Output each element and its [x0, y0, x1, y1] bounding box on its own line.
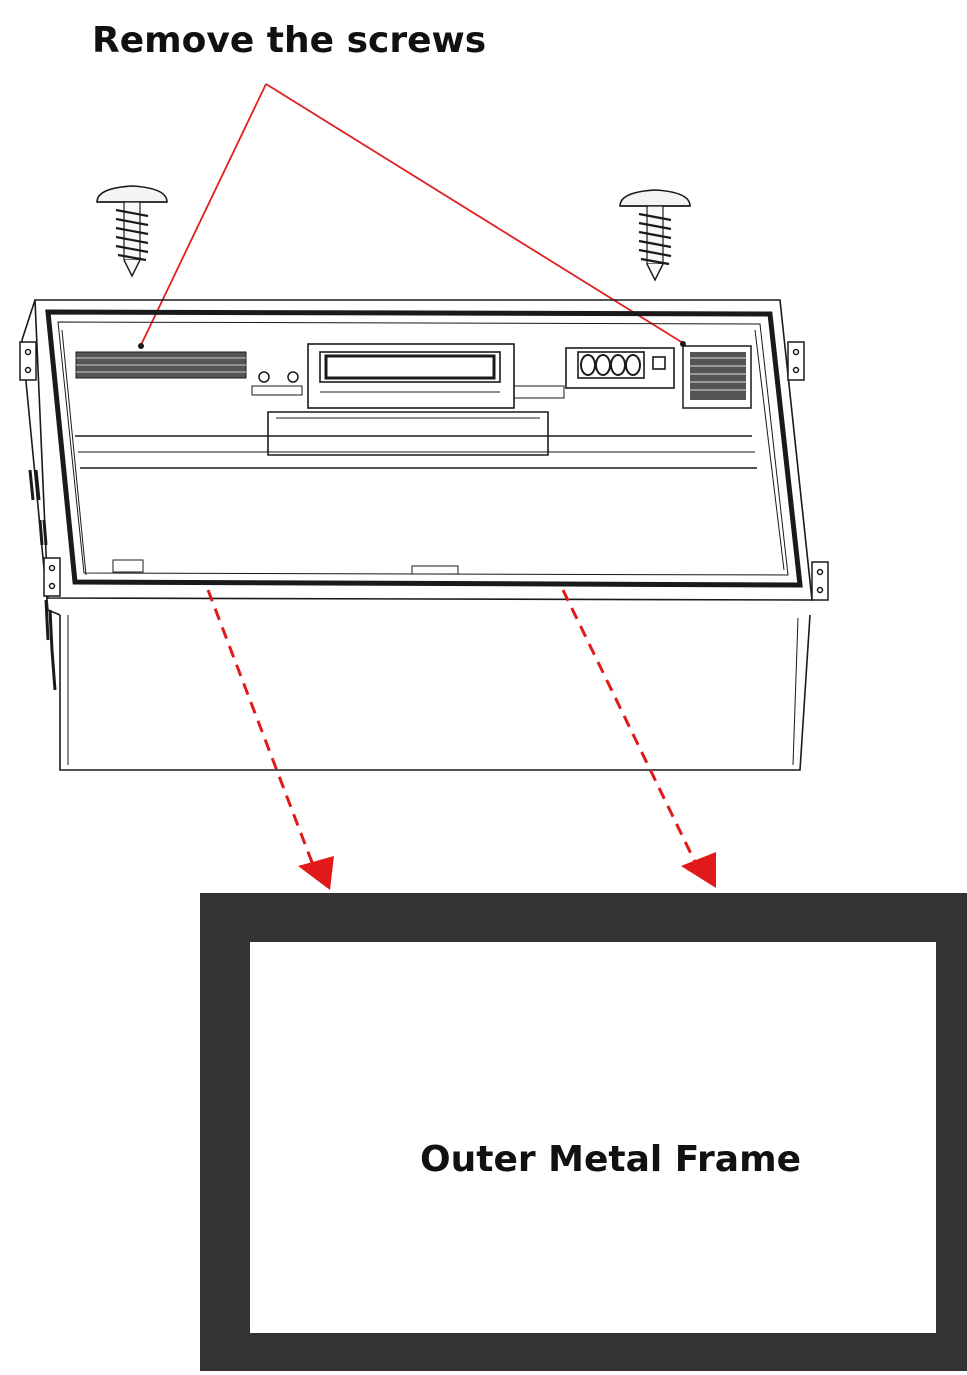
arrow-right-head: [681, 852, 716, 888]
callout-title: Remove the screws: [92, 20, 486, 61]
arrow-left-head: [298, 856, 334, 890]
outer-metal-frame: [200, 893, 967, 1371]
arrow-right-line: [561, 589, 697, 863]
mounting-brackets: [19, 341, 829, 601]
fireplace-unit-drawing: [19, 299, 829, 771]
frame-label: Outer Metal Frame: [420, 1139, 801, 1180]
leader-line-left: [140, 83, 267, 346]
screw-left-icon: [96, 185, 168, 278]
leader-line-right: [265, 83, 684, 344]
removal-arrows: [206, 589, 716, 890]
screw-right-icon: [619, 189, 691, 282]
callout-leader-lines: [140, 83, 684, 346]
arrow-left-line: [206, 589, 315, 866]
